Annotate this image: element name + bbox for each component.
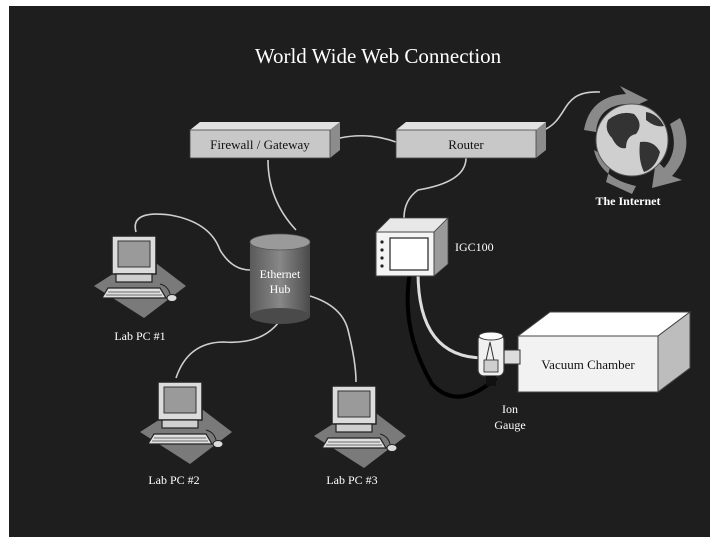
cables [134,91,601,383]
ion-gauge-icon [477,331,505,386]
igc-gauge-cable-dark [405,271,498,399]
lab-pc-1-computer-icon [93,235,187,319]
page-title: World Wide Web Connection [255,44,502,68]
lab-pc-1-label: Lab PC #1 [114,329,165,343]
firewall-hub-cable [267,159,297,231]
ion-gauge-label-line1: Ion [502,402,518,416]
internet-label: The Internet [596,194,661,208]
firewall-gateway-box: Firewall / Gateway [189,122,340,159]
router-label: Router [448,137,484,152]
igc-gauge-cable-light [416,271,485,360]
lab-pc-3-label: Lab PC #3 [326,473,377,487]
ion-gauge-label-line2: Gauge [494,418,525,432]
recycle-arrows-icon [584,86,648,132]
hub-pc1-cable [134,213,251,271]
vacuum-chamber-box [503,311,692,393]
lab-pc-2-label: Lab PC #2 [148,473,199,487]
firewall-label: Firewall / Gateway [210,137,310,152]
igc100-controller [375,217,449,277]
router-igc-cable [403,157,467,219]
firewall-router-cable [339,134,397,143]
hub-pc3-cable [309,295,357,383]
hub-label-line1: Ethernet [260,267,301,281]
router-internet-cable [543,91,601,131]
lab-pc-3-computer-icon [313,385,407,469]
vacuum-chamber-label: Vacuum Chamber [541,357,635,372]
lab-pc-2-computer-icon [139,381,233,465]
ethernet-hub-cylinder-icon [249,233,311,324]
hub-pc2-cable [175,315,284,379]
igc100-label: IGC100 [455,240,494,254]
internet-globe-icon [584,86,687,194]
hub-label-line2: Hub [270,282,291,296]
router-box: Router [395,122,546,159]
